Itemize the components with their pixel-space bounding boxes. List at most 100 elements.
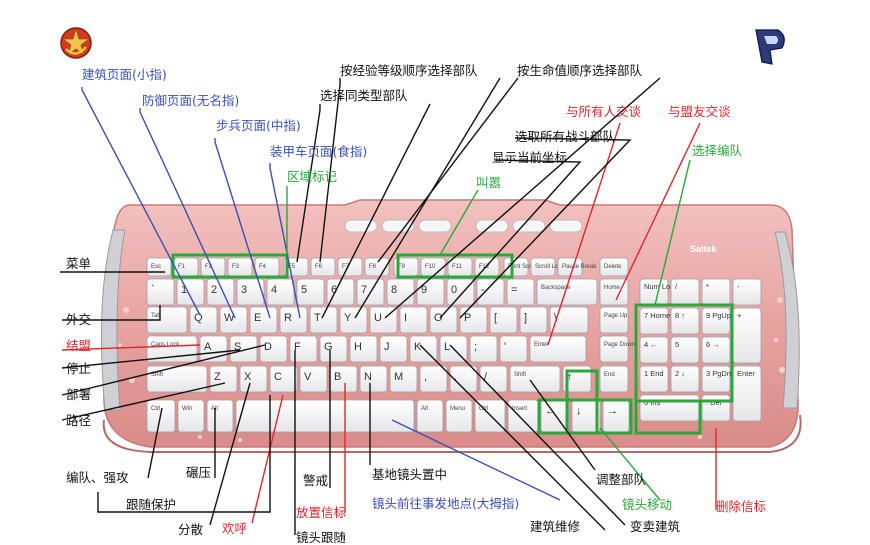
key-numpad-10: 6 → <box>701 336 731 364</box>
key-label: 7 <box>361 284 367 296</box>
key-r1-y: Y <box>339 306 368 334</box>
key-fn-f2: F2 <box>200 257 226 277</box>
key-r0-3: 3 <box>236 278 265 306</box>
key-numpad-9: 5 <box>670 336 700 364</box>
key-label: 9 PgUp <box>706 311 731 320</box>
key-label: F3 <box>232 264 240 270</box>
label-delete-beacon: 删除信标 <box>716 499 767 514</box>
key-label: ` <box>151 284 155 296</box>
line-talk-all <box>547 122 621 346</box>
line-build-repair <box>419 344 606 531</box>
label-build-repair: 建筑维修 <box>530 519 581 534</box>
key-label: Scroll Lock <box>535 264 565 270</box>
key-r1-sym: \ <box>549 306 589 334</box>
highlight-numpad-0 <box>634 399 702 435</box>
line-diplomacy <box>62 305 161 321</box>
key-numpad-6: 9 PgUp <box>701 307 731 335</box>
key-r2-sym: ' <box>499 335 528 363</box>
line-group-force <box>147 407 163 479</box>
key-label: Insert <box>512 406 527 412</box>
line-by-health-f8 <box>377 77 519 263</box>
key-label: 7 Home <box>644 311 670 320</box>
key-numpad-15: 0 Ins <box>639 394 700 422</box>
key-label: S <box>234 341 241 353</box>
label-base-camera: 基地镜头置中 <box>372 467 448 482</box>
highlight-boxes <box>171 253 734 435</box>
label-deploy: 部署 <box>66 387 92 402</box>
line-building-page <box>81 87 201 316</box>
label-cheer: 欢呼 <box>222 521 248 536</box>
label-by-health: 按生命值顺序选择部队 <box>517 63 643 78</box>
key-r2-page-down: Page Down <box>599 335 635 363</box>
key-label: F11 <box>452 264 463 270</box>
line-select-same-t <box>321 103 431 319</box>
key-bottom-7: Insert <box>507 399 539 433</box>
label-camera-event: 镜头前往事发地点(大拇指) <box>372 496 520 511</box>
line-transform-build <box>449 344 626 526</box>
key-label: Shift <box>514 372 526 378</box>
key-r0-sym: - <box>476 278 505 306</box>
label-camera-move: 镜头移动 <box>622 497 673 512</box>
key-r3-end: End <box>599 365 629 393</box>
key-label: A <box>204 341 212 353</box>
key-fn-f7: F7 <box>337 257 363 277</box>
key-label: Home <box>604 285 621 291</box>
key-r3-x: X <box>239 365 268 393</box>
label-follow-protect: 跟随保护 <box>126 497 177 512</box>
key-label: ] <box>524 312 527 324</box>
key-label: Ctrl <box>151 406 160 412</box>
label-show-coords: 显示当前坐标 <box>492 150 568 165</box>
key-label: F2 <box>205 264 213 270</box>
line-follow-protect <box>97 395 271 513</box>
line-adjust-units <box>529 379 596 471</box>
key-label: 5 <box>301 284 307 296</box>
key-r1-i: I <box>399 306 428 334</box>
label-menu: 菜单 <box>66 256 92 271</box>
key-label: . <box>454 371 457 383</box>
key-label: F4 <box>259 264 267 270</box>
key-label: → <box>607 405 618 417</box>
key-fn-f3: F3 <box>227 257 253 277</box>
p-emblem-icon <box>755 29 785 65</box>
key-label: / <box>484 371 488 383</box>
key-label: 8 ↑ <box>675 311 685 320</box>
key-label: F8 <box>369 264 377 270</box>
line-infantry-page <box>214 138 271 319</box>
key-label: - <box>481 284 485 296</box>
key-label: Win <box>182 406 192 412</box>
key-r0-2: 2 <box>206 278 235 306</box>
key-label: U <box>374 312 382 324</box>
label-adjust-units: 调整部队 <box>596 472 647 487</box>
key-numpad-13: 3 PgDn <box>701 365 731 393</box>
key-numpad-11: 1 End <box>639 365 669 393</box>
label-building-page: 建筑页面(小指) <box>82 67 167 82</box>
line-deploy <box>61 344 266 396</box>
key-label: * <box>706 282 709 291</box>
key-label: ↑ <box>567 371 573 383</box>
key-r2-j: J <box>379 335 408 363</box>
label-talk-all: 与所有人交谈 <box>566 104 642 119</box>
key-fn-delete: Delete <box>599 257 629 277</box>
key-r3-n: N <box>359 365 388 393</box>
key-label: Menu <box>450 406 465 412</box>
key-numpad-14: Enter <box>732 365 762 422</box>
line-show-coords <box>439 159 582 319</box>
key-r0-5: 5 <box>296 278 325 306</box>
key-label: 3 PgDn <box>706 369 731 378</box>
key-r0-9: 9 <box>416 278 445 306</box>
key-label: Print Screen <box>508 264 541 270</box>
line-scatter <box>209 382 251 526</box>
key-bottom-5: Menu <box>445 399 473 433</box>
key-r3-m: M <box>389 365 418 393</box>
key-label: R <box>284 312 292 324</box>
key-r0-home: Home <box>599 278 629 306</box>
label-stop: 停止 <box>66 361 92 376</box>
line-cheer <box>251 394 284 524</box>
key-label: Backspace <box>541 285 571 291</box>
key-label: F1 <box>178 264 186 270</box>
key-fn-f4: F4 <box>254 257 280 277</box>
key-label: Enter <box>737 369 755 378</box>
key-numpad-16: . Del <box>701 394 731 422</box>
key-r1-o: O <box>429 306 458 334</box>
